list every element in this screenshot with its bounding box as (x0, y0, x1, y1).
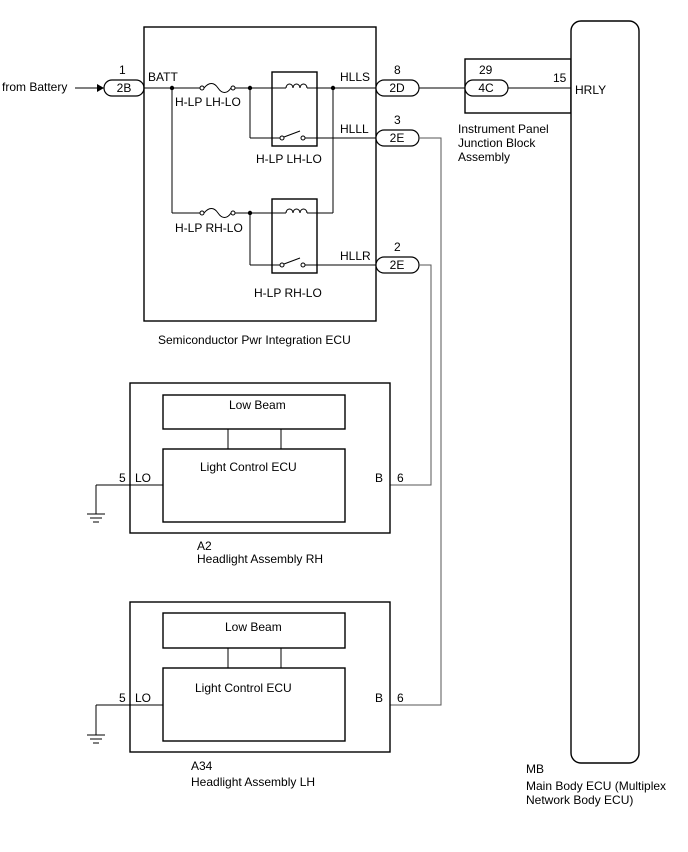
rh-light-control-ecu-label: Light Control ECU (200, 460, 297, 474)
rh-low-beam-box (162, 394, 346, 430)
connector-2e-hllr-label: 2E (390, 258, 405, 272)
lh-relay-coil-icon (285, 83, 308, 89)
connector-2e-hlll-pin: 3 (394, 113, 401, 127)
terminal-hlls: HLLS (340, 70, 370, 84)
lh-fuse-terminal-icon (230, 85, 236, 91)
rh-fuse-terminal-icon (230, 210, 236, 216)
lh-fuse-label: H-LP LH-LO (175, 95, 241, 109)
terminal-batt: BATT (148, 70, 178, 84)
rh-relay-coil-icon (285, 208, 308, 214)
terminal-hrly: HRLY (575, 83, 606, 97)
rh-low-beam-label: Low Beam (229, 398, 286, 412)
lh-fuse-terminal-icon (199, 85, 205, 91)
main-body-code: MB (526, 762, 544, 776)
main-body-ecu-box (570, 20, 640, 764)
jb-out-pin: 15 (553, 71, 567, 85)
lh-switch-contact-icon (300, 135, 306, 141)
rh-ground-icon (87, 513, 105, 523)
from-battery-label: from Battery (2, 80, 67, 94)
lh-switch-contact-icon (279, 135, 285, 141)
connector-2b-pin: 1 (119, 63, 126, 77)
rh-pin-b: 6 (397, 471, 404, 485)
coil-junction-dot (330, 85, 336, 91)
connector-2d-label: 2D (389, 81, 405, 95)
lh-fuse-icon (203, 83, 232, 93)
lh-term-b: B (375, 691, 383, 705)
lh-pin-b: 6 (397, 691, 404, 705)
rh-switch-contact-icon (300, 262, 306, 268)
lh-low-beam-label: Low Beam (225, 620, 282, 634)
rh-switch-contact-icon (279, 262, 285, 268)
connector-2e-hlll-label: 2E (390, 131, 405, 145)
rh-relay-switch-icon (283, 257, 301, 265)
lh-term-lo: LO (135, 691, 151, 705)
spie-ecu-box (143, 26, 377, 322)
lh-light-control-ecu-label: Light Control ECU (195, 681, 292, 695)
lh-low-beam-box (162, 612, 346, 649)
battery-arrow-icon (97, 84, 104, 92)
headlight-lh-name: Headlight Assembly LH (191, 775, 315, 789)
connector-4c-label: 4C (478, 81, 494, 95)
rh-relay-label: H-LP RH-LO (254, 286, 322, 300)
lh-relay-switch-icon (283, 130, 301, 138)
main-body-name-line1: Main Body ECU (Multiplex (526, 779, 666, 793)
rh-pin-lo: 5 (119, 471, 126, 485)
rh-fuse-label: H-LP RH-LO (175, 221, 243, 235)
hlll-to-lh-wire (346, 137, 442, 706)
rh-fuse-terminal-icon (199, 210, 205, 216)
main-body-name-line2: Network Body ECU) (526, 793, 633, 807)
connector-2d-pin: 8 (394, 63, 401, 77)
lh-pin-lo: 5 (119, 691, 126, 705)
lh-ground-icon (87, 734, 105, 744)
lh-relay-label: H-LP LH-LO (256, 152, 322, 166)
rh-light-control-ecu-box (162, 448, 346, 523)
headlight-rh-code: A2 (197, 539, 212, 553)
connector-4c-pin: 29 (479, 63, 493, 77)
jb-name-line1: Instrument Panel (458, 122, 549, 136)
rh-relay-box (271, 198, 318, 274)
rh-fuse-icon (203, 208, 232, 218)
headlight-lh-code: A34 (191, 759, 213, 773)
lh-relay-box (271, 71, 318, 147)
terminal-hllr: HLLR (340, 249, 371, 263)
rh-term-lo: LO (135, 471, 151, 485)
lh-light-control-ecu-box (162, 667, 346, 742)
jb-name-line2: Junction Block (458, 136, 536, 150)
spie-ecu-name: Semiconductor Pwr Integration ECU (158, 333, 351, 347)
jb-name-line3: Assembly (458, 150, 510, 164)
connector-2b-label: 2B (117, 81, 132, 95)
terminal-hlll: HLLL (340, 122, 369, 136)
rh-term-b: B (375, 471, 383, 485)
headlight-rh-name: Headlight Assembly RH (197, 552, 323, 566)
connector-2e-hllr-pin: 2 (394, 240, 401, 254)
